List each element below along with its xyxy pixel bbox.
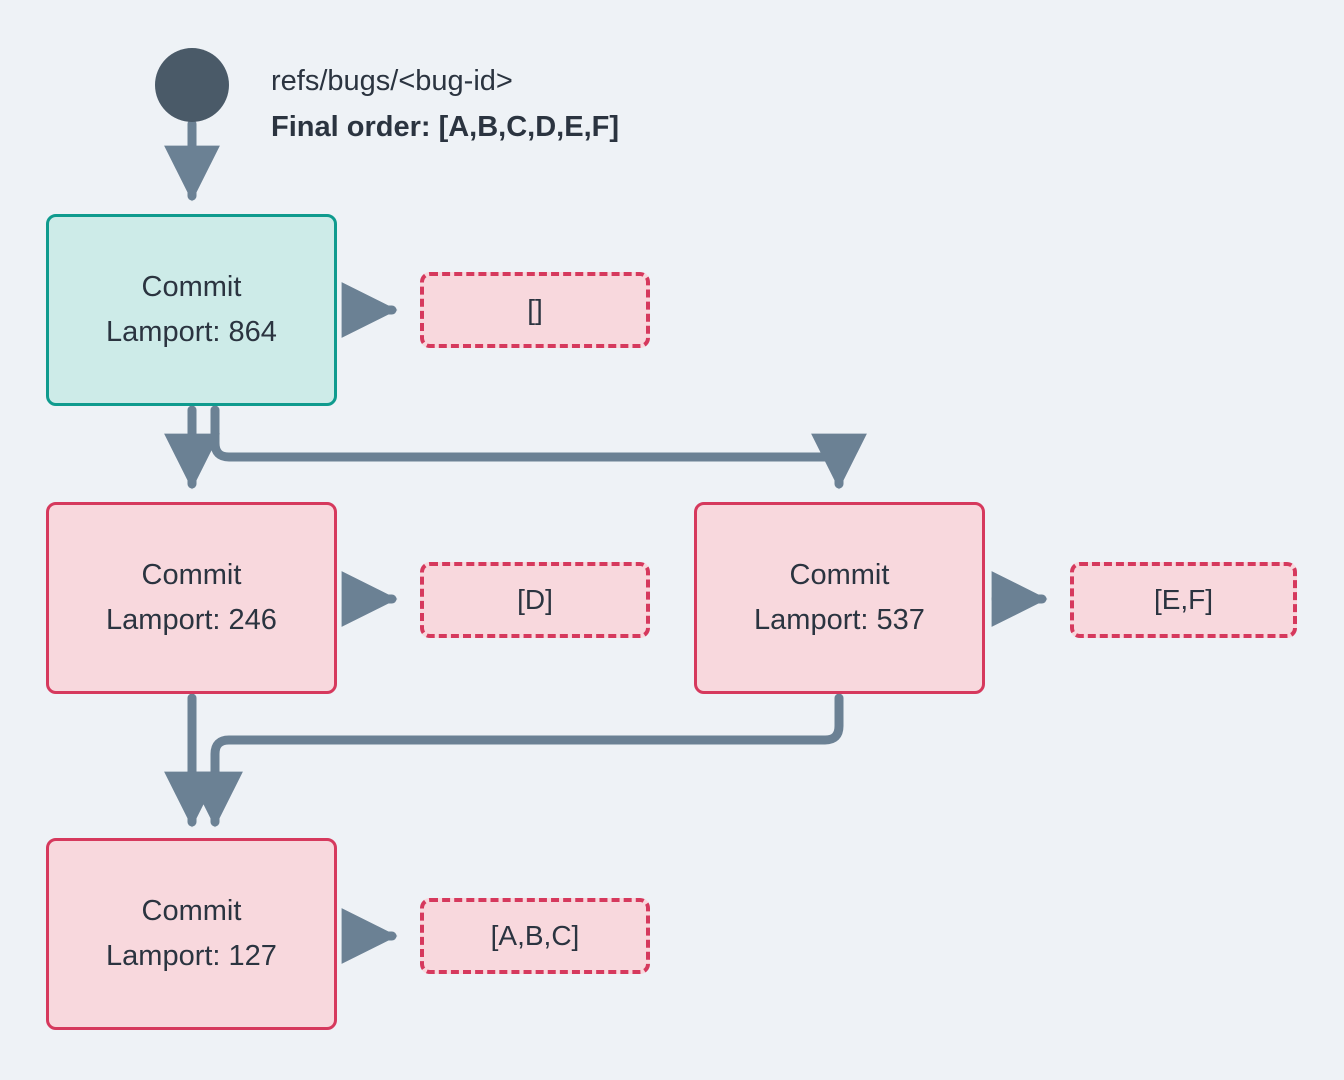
commit-lamport: Lamport: 127 (106, 940, 277, 972)
final-order-label: Final order: [A,B,C,D,E,F] (271, 111, 619, 144)
commit-node-127[interactable]: Commit Lamport: 127 (46, 838, 337, 1030)
ops-box-127: [A,B,C] (420, 898, 650, 974)
ref-label: refs/bugs/<bug-id> Final order: [A,B,C,D… (271, 66, 619, 143)
ref-pointer-dot (155, 48, 229, 122)
commit-title: Commit (789, 559, 890, 592)
ops-box-246: [D] (420, 562, 650, 638)
ops-box-537: [E,F] (1070, 562, 1297, 638)
commit-title: Commit (141, 271, 242, 304)
commit-lamport: Lamport: 864 (106, 316, 277, 348)
ops-label: [D] (517, 584, 553, 615)
ref-name: refs/bugs/<bug-id> (271, 65, 513, 97)
commit-title: Commit (141, 559, 242, 592)
ops-label: [A,B,C] (490, 920, 580, 951)
ops-label: [E,F] (1153, 584, 1214, 615)
ops-label: [] (527, 294, 543, 325)
commit-node-246[interactable]: Commit Lamport: 246 (46, 502, 337, 694)
commit-lamport: Lamport: 537 (754, 604, 925, 636)
ops-box-head: [] (420, 272, 650, 348)
edge-head-to-c537 (210, 405, 867, 490)
edge-c537-to-c127 (187, 693, 844, 828)
commit-lamport: Lamport: 246 (106, 604, 277, 636)
commit-node-head[interactable]: Commit Lamport: 864 (46, 214, 337, 406)
commit-node-537[interactable]: Commit Lamport: 537 (694, 502, 985, 694)
commit-title: Commit (141, 895, 242, 928)
